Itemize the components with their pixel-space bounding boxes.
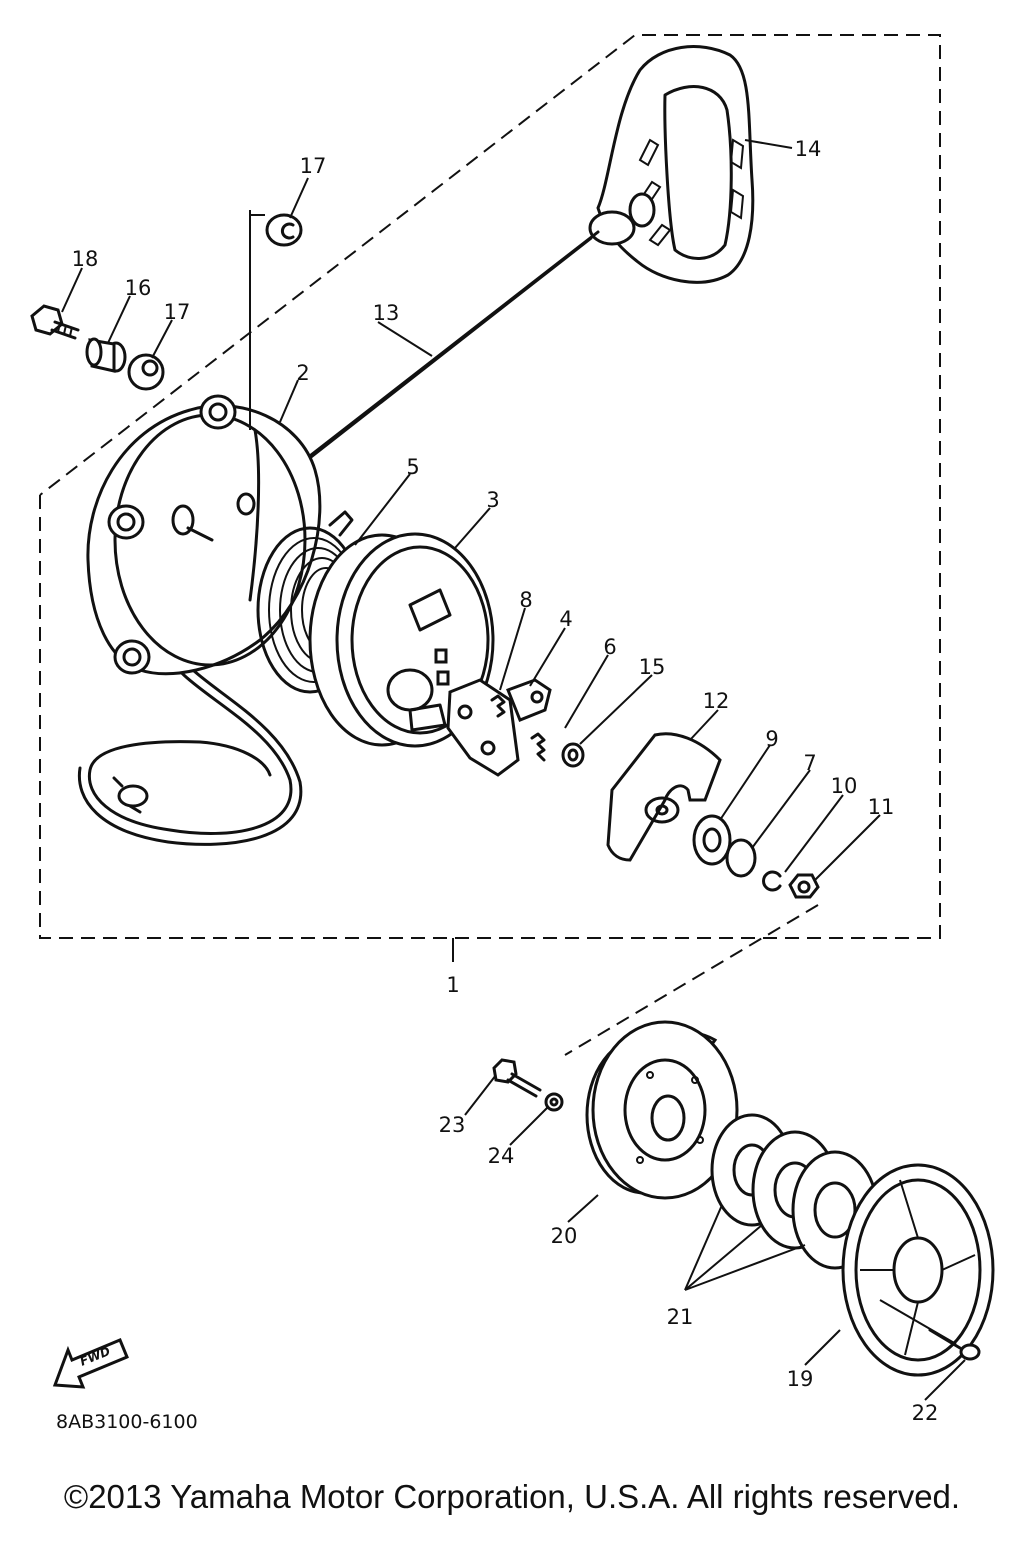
- label-14: 14: [795, 137, 822, 161]
- connector-line: [564, 904, 819, 1056]
- label-17-upper: 17: [300, 154, 327, 178]
- plate-part-19: [841, 1163, 995, 1377]
- collar-part-16: [85, 337, 127, 373]
- label-15: 15: [639, 655, 666, 679]
- label-11: 11: [868, 795, 895, 819]
- label-24: 24: [488, 1144, 515, 1168]
- drive-pawl-part-4: [446, 678, 552, 777]
- plates-part-21: [684, 1113, 879, 1291]
- label-12: 12: [703, 689, 730, 713]
- clip-part-10: [762, 870, 782, 892]
- spring-part-6: [530, 732, 546, 762]
- label-17-lower: 17: [164, 300, 191, 324]
- washer-part-24: [544, 1092, 564, 1112]
- label-23: 23: [439, 1113, 466, 1137]
- pulley-part-20: [585, 1020, 739, 1200]
- case-part-2: [86, 210, 322, 676]
- washer-part-7: [725, 838, 757, 878]
- grommet-part-17-upper: [265, 213, 303, 247]
- grommet-part-17-lower: [127, 353, 165, 391]
- bolt-part-18: [30, 304, 80, 340]
- label-5: 5: [406, 455, 419, 479]
- assembly-boundary: [39, 34, 941, 939]
- label-6: 6: [603, 635, 616, 659]
- label-8: 8: [519, 588, 532, 612]
- screw-part-22: [879, 1299, 981, 1361]
- nut-part-11: [788, 873, 820, 899]
- leader-lines: [61, 139, 966, 1401]
- label-2: 2: [296, 361, 309, 385]
- label-21: 21: [667, 1305, 694, 1329]
- label-20: 20: [551, 1224, 578, 1248]
- label-1: 1: [446, 973, 459, 997]
- label-13: 13: [373, 301, 400, 325]
- washer-part-9: [692, 814, 732, 866]
- spring-part-8: [490, 694, 506, 718]
- starter-handle-part-14: [588, 45, 755, 284]
- label-3: 3: [486, 488, 499, 512]
- label-9: 9: [765, 727, 778, 751]
- label-19: 19: [787, 1367, 814, 1391]
- label-10: 10: [831, 774, 858, 798]
- bolt-part-23: [492, 1058, 542, 1098]
- forward-arrow-icon: FWD: [52, 1338, 129, 1389]
- label-4: 4: [559, 607, 572, 631]
- clip-part-15: [561, 742, 585, 768]
- label-7: 7: [803, 751, 816, 775]
- copyright-notice: ©2013 Yamaha Motor Corporation, U.S.A. A…: [63, 1478, 961, 1515]
- label-16: 16: [125, 276, 152, 300]
- label-22: 22: [912, 1401, 939, 1425]
- part-code: 8AB3100-6100: [56, 1411, 198, 1433]
- label-18: 18: [72, 247, 99, 271]
- drive-plate-part-12: [606, 732, 722, 862]
